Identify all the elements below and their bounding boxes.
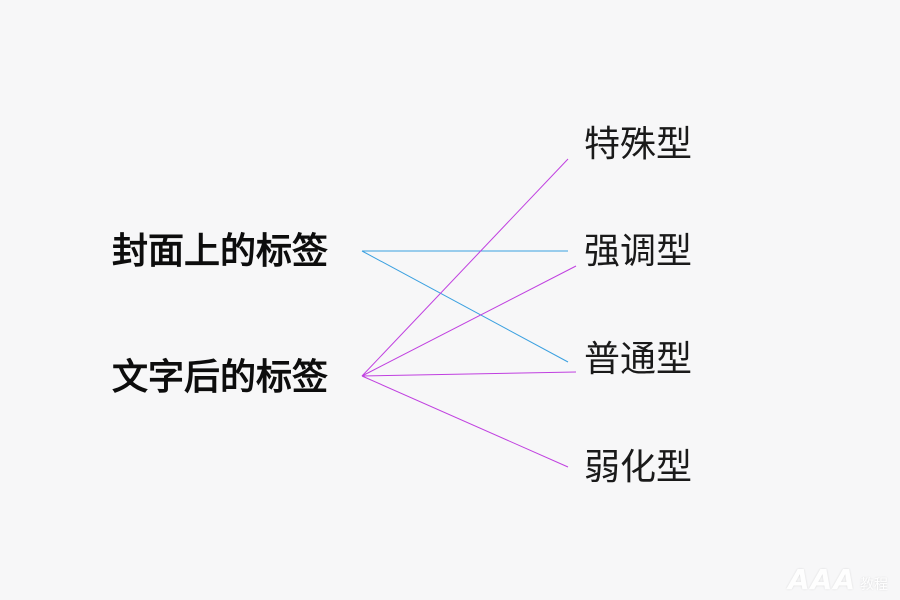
watermark-logo-text: AAA xyxy=(787,563,856,596)
connector-line-0-2 xyxy=(361,250,569,363)
right-label-weakened: 弱化型 xyxy=(584,447,693,488)
watermark-text: 教程 xyxy=(860,577,888,593)
connector-line-1-2 xyxy=(361,371,577,377)
connector-line-1-0 xyxy=(361,158,569,377)
right-label-normal: 普通型 xyxy=(584,339,693,380)
right-label-special: 特殊型 xyxy=(584,124,693,165)
right-label-emphasis: 强调型 xyxy=(584,231,693,272)
connector-line-1-1 xyxy=(361,265,577,377)
connector-line-1-3 xyxy=(361,375,569,468)
left-label-cover: 封面上的标签 xyxy=(112,231,329,272)
watermark-logo: AAA 教程 xyxy=(788,563,888,596)
left-label-behind-text: 文字后的标签 xyxy=(112,357,329,398)
